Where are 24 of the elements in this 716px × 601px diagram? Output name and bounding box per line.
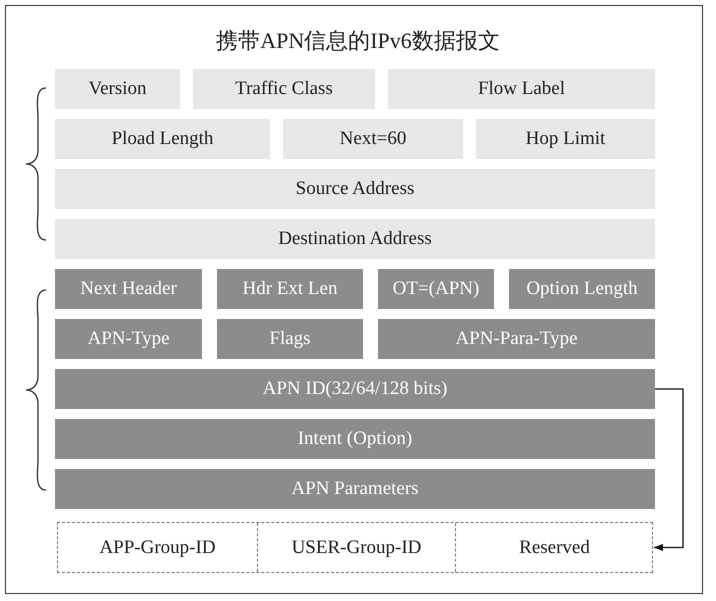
header-field: Version	[55, 69, 180, 109]
extension-field: Option Length	[509, 269, 655, 309]
extension-field: APN Parameters	[55, 469, 655, 509]
header-field: Flow Label	[388, 69, 655, 109]
parameter-field: Reserved	[456, 523, 653, 572]
extension-field: APN-Type	[55, 319, 202, 359]
extension-field: Hdr Ext Len	[217, 269, 363, 309]
parameter-field: APP-Group-ID	[58, 523, 257, 572]
header-field: Source Address	[55, 169, 655, 209]
header-field: Hop Limit	[476, 119, 655, 159]
extension-field: Next Header	[55, 269, 202, 309]
parameter-group	[57, 522, 653, 573]
parameter-field: USER-Group-ID	[257, 523, 456, 572]
extension-field: OT=(APN)	[378, 269, 494, 309]
extension-field: Intent (Option)	[55, 419, 655, 459]
arrow	[654, 388, 684, 552]
header-field: Next=60	[283, 119, 463, 159]
header-field: Pload Length	[55, 119, 270, 159]
header-field: Destination Address	[55, 219, 655, 259]
extension-field: APN-Para-Type	[378, 319, 655, 359]
diagram-title: 携带APN信息的IPv6数据报文	[215, 27, 501, 55]
header-field: Traffic Class	[193, 69, 375, 109]
extension-field: Flags	[217, 319, 363, 359]
extension-field: APN ID(32/64/128 bits)	[55, 369, 655, 409]
